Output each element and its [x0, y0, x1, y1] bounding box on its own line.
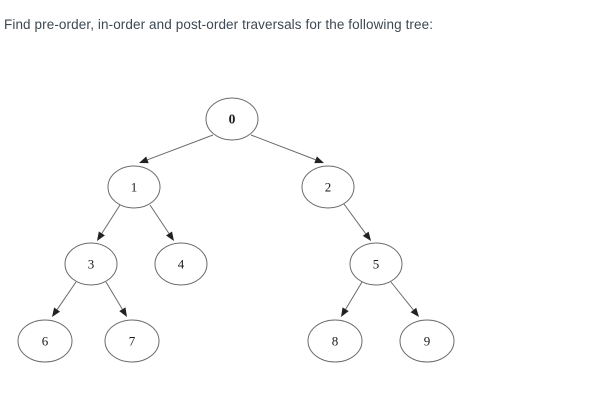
tree-edge-2-to-5: [343, 203, 371, 241]
tree-node-9: 9: [399, 319, 455, 363]
edge-arrowhead-icon: [341, 307, 349, 317]
edge-line: [345, 281, 363, 310]
node-label: 2: [325, 180, 332, 195]
tree-node-8: 8: [307, 319, 363, 363]
edge-arrowhead-icon: [362, 231, 371, 241]
node-label: 9: [424, 334, 431, 349]
node-ellipse: [205, 97, 259, 141]
node-ellipse: [17, 319, 73, 363]
node-label: 4: [178, 257, 185, 272]
tree-node-4: 4: [154, 242, 208, 286]
tree-node-0: 0: [205, 97, 259, 141]
tree-edge-1-to-3: [97, 204, 121, 241]
edge-line: [147, 134, 214, 161]
tree-edge-0-to-2: [250, 134, 324, 164]
edge-arrowhead-icon: [166, 231, 174, 241]
node-label: 7: [129, 334, 136, 349]
tree-edge-1-to-4: [149, 204, 174, 241]
edge-arrowhead-icon: [410, 307, 419, 317]
tree-edge-5-to-8: [341, 281, 363, 317]
tree-node-1: 1: [107, 165, 161, 209]
node-ellipse: [104, 319, 160, 363]
edge-line: [390, 281, 414, 311]
question-text: Find pre-order, in-order and post-order …: [4, 17, 434, 32]
tree-node-2: 2: [301, 165, 355, 209]
edge-arrowhead-icon: [52, 307, 61, 317]
edge-arrowhead-icon: [97, 231, 105, 241]
tree-edge-3-to-6: [52, 281, 77, 317]
edge-line: [105, 281, 123, 310]
edge-line: [149, 204, 170, 234]
tree-node-3: 3: [64, 242, 118, 286]
edge-arrowhead-icon: [119, 307, 127, 317]
node-label: 1: [131, 180, 138, 195]
tree-edge-3-to-7: [105, 281, 127, 317]
node-ellipse: [399, 319, 455, 363]
tree-edge-5-to-9: [390, 281, 419, 317]
tree-edge-0-to-1: [139, 134, 214, 164]
tree-nodes-group: 0 1 2 3 4 5 6 7 8 9: [17, 97, 455, 363]
node-ellipse: [301, 165, 355, 209]
node-ellipse: [154, 242, 208, 286]
tree-node-6: 6: [17, 319, 73, 363]
node-label: 8: [332, 334, 339, 349]
edge-arrowhead-icon: [314, 156, 324, 164]
node-label: 3: [88, 257, 95, 272]
node-ellipse: [307, 319, 363, 363]
node-ellipse: [107, 165, 161, 209]
tree-node-5: 5: [349, 242, 403, 286]
tree-node-7: 7: [104, 319, 160, 363]
node-label: 5: [373, 257, 380, 272]
node-ellipse: [64, 242, 118, 286]
node-label: 6: [42, 334, 49, 349]
edge-arrowhead-icon: [139, 156, 149, 164]
edge-line: [343, 203, 367, 235]
edge-line: [56, 281, 77, 310]
node-label: 0: [229, 112, 236, 127]
tree-edges-group: [52, 134, 419, 317]
edge-line: [101, 204, 121, 234]
edge-line: [250, 134, 316, 161]
node-ellipse: [349, 242, 403, 286]
